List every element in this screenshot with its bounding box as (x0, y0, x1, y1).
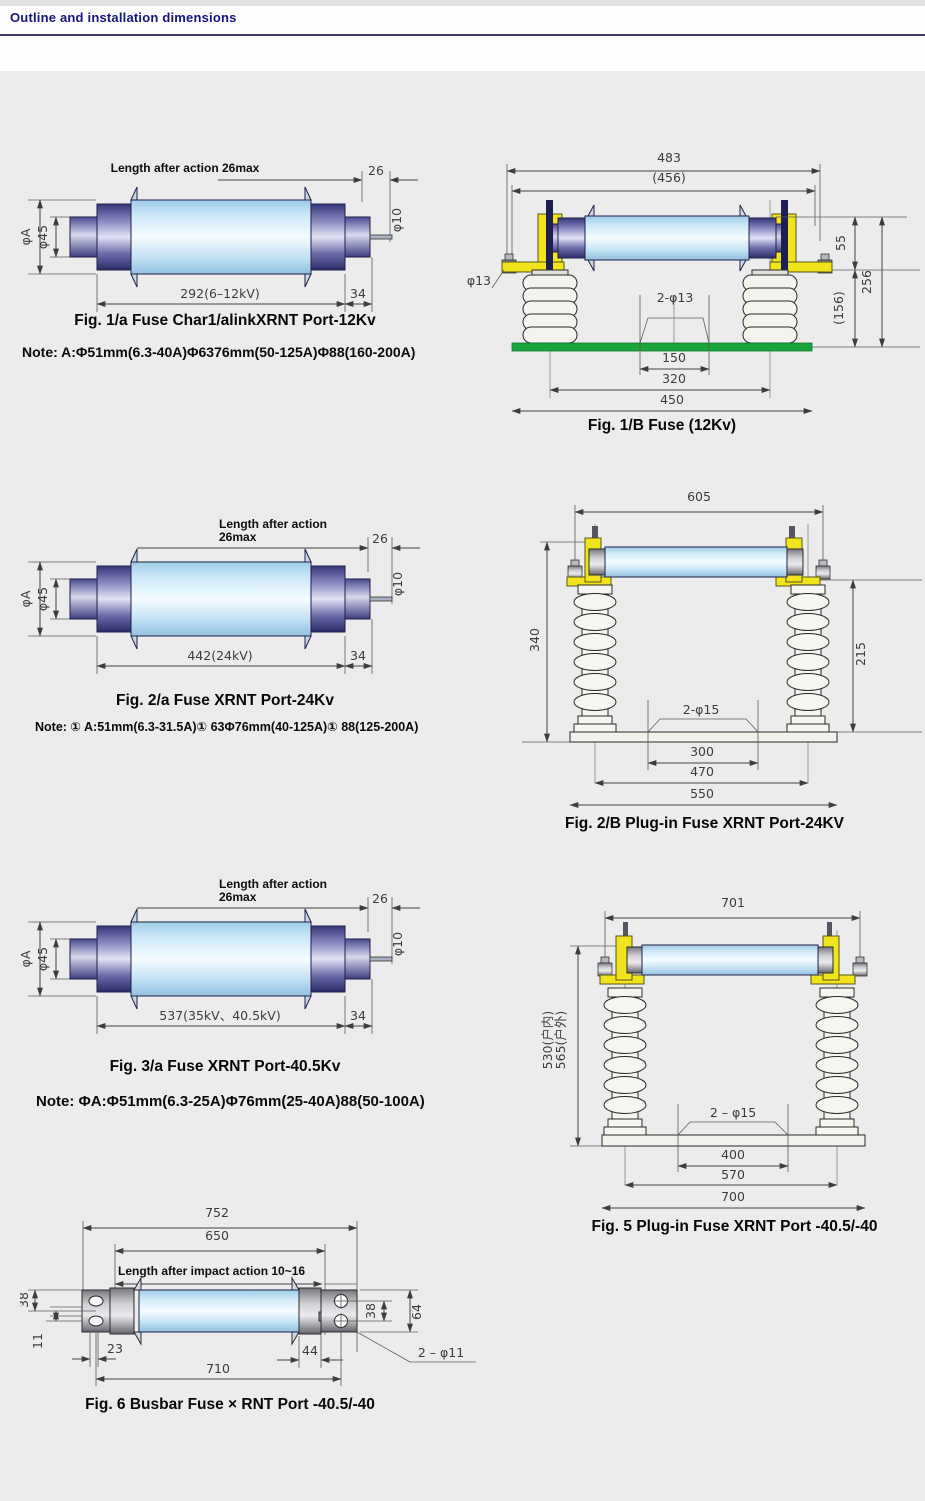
dim-label: Length after action (219, 517, 327, 531)
dim-label: 2 – φ15 (710, 1105, 756, 1120)
fig-3a-drawing: Length after action 26max 26 φA φ45 φ10 … (20, 877, 420, 1034)
dim-label: 215 (853, 642, 868, 666)
dim-label: φ45 (35, 225, 50, 249)
fig-2a-note: Note: ① A:51mm(6.3-31.5A)① 63Φ76mm(40-12… (35, 720, 419, 734)
top-strip (0, 0, 925, 6)
fig-2b-caption: Fig. 2/B Plug-in Fuse XRNT Port-24KV (564, 815, 845, 832)
dim-label: 565(户外) (553, 1011, 568, 1070)
fig-1a-drawing: Length after action 26max 26 φA φ45 φ10 … (20, 161, 418, 312)
dim-label: 292(6–12kV) (180, 286, 260, 301)
fuse-assembly (597, 922, 868, 985)
dim-label: 570 (721, 1167, 745, 1182)
dim-label: 55 (833, 235, 848, 251)
dim-label: (456) (652, 170, 686, 185)
dim-label: Length after action 26max (111, 161, 260, 175)
dim-label: 400 (721, 1147, 745, 1162)
dim-label: φ45 (35, 947, 50, 971)
dim-label: 710 (206, 1361, 230, 1376)
fig-1b-drawing: 483 (456) φ13 (467, 150, 920, 414)
fig-5-drawing: 701 530(户内) 565(户外) 2 – φ15 (540, 895, 868, 1211)
dim-label: 38 (20, 1292, 31, 1308)
dim-label: 483 (657, 150, 681, 165)
dim-label: 450 (660, 392, 684, 407)
dim-label: Length after action (219, 877, 327, 891)
fig-3a-caption: Fig. 3/a Fuse XRNT Port-40.5Kv (109, 1058, 341, 1075)
fuse-assembly (501, 200, 833, 282)
fig-1b-caption: Fig. 1/B Fuse (12Kv) (587, 417, 737, 434)
dim-label: 34 (350, 286, 366, 301)
dim-label: 26 (372, 531, 388, 546)
base-plate (569, 731, 838, 743)
fig-2a-caption: Fig. 2/a Fuse XRNT Port-24Kv (116, 692, 334, 709)
fig-2b-lower-dimensions: 2-φ15 300 470 550 (569, 700, 838, 808)
dim-label: (156) (831, 291, 846, 325)
header-rule (0, 34, 925, 36)
dim-label: 34 (350, 1008, 366, 1023)
dim-label: 700 (721, 1189, 745, 1204)
dim-label: 2 – φ11 (418, 1345, 464, 1360)
dim-label: 605 (687, 489, 711, 504)
dim-label: 752 (205, 1205, 229, 1220)
dim-label: 2-φ15 (683, 702, 720, 717)
dim-label: 340 (527, 628, 542, 652)
dim-label: φ10 (390, 932, 405, 956)
fig-2a-drawing: Length after action 26max 26 φA φ45 φ10 … (20, 517, 420, 674)
dim-label: φ10 (390, 572, 405, 596)
insulators-and-base (601, 987, 866, 1147)
dim-label: 26max (219, 530, 257, 544)
dim-label: 650 (205, 1228, 229, 1243)
dim-label: φ45 (35, 587, 50, 611)
fig-6-drawing: 752 650 Length after impact action 10~16 (20, 1205, 476, 1386)
dim-label: φ10 (389, 208, 404, 232)
dim-label: φA (20, 950, 33, 967)
fig-6-dimensions-top: 752 650 Length after impact action 10~16 (82, 1205, 358, 1352)
fuse-drawing (69, 186, 393, 288)
dim-label: 150 (662, 350, 686, 365)
dim-label: φ13 (467, 273, 491, 288)
fig-1a-caption: Fig. 1/a Fuse Char1/alinkXRNT Port-12Kv (74, 312, 376, 329)
fig-1a-note: Note: A:Φ51mm(6.3-40A)Φ6376mm(50-125A)Φ8… (22, 344, 416, 360)
dim-label: 23 (107, 1341, 123, 1356)
dim-label: 701 (721, 895, 745, 910)
insulators-and-base (569, 584, 838, 743)
dim-label: 537(35kV、40.5kV) (159, 1008, 280, 1023)
fig-6-caption: Fig. 6 Busbar Fuse × RNT Port -40.5/-40 (85, 1396, 375, 1413)
dim-label: 320 (662, 371, 686, 386)
dim-label: 2-φ13 (657, 290, 694, 305)
fig-1b-lower-dimensions: φ13 2-φ13 150 320 450 55 (156) 256 (467, 216, 920, 414)
base-plate (601, 1134, 866, 1147)
insulators-and-base (511, 269, 920, 352)
dim-label: 470 (690, 764, 714, 779)
dim-label: 256 (859, 270, 874, 294)
dim-label: 550 (690, 786, 714, 801)
dim-label: φA (20, 590, 33, 607)
dim-label: Length after impact action 10~16 (118, 1264, 305, 1278)
dim-label: 530(户内) (540, 1011, 555, 1070)
dim-label: 64 (409, 1304, 424, 1320)
dim-label: 442(24kV) (187, 648, 252, 663)
fig-3a-note: Note: ΦA:Φ51mm(6.3-25A)Φ76mm(25-40A)88(5… (36, 1093, 425, 1110)
dim-label: φA (20, 228, 33, 245)
page-title: Outline and installation dimensions (10, 10, 237, 25)
fig-1a-dimensions: Length after action 26max 26 φA φ45 φ10 … (20, 161, 418, 312)
dim-label: 26 (372, 891, 388, 906)
dim-label: 300 (690, 744, 714, 759)
fig-3a-dimensions: Length after action 26max 26 φA φ45 φ10 … (20, 877, 420, 1034)
dim-label: 26max (219, 890, 257, 904)
fig-2a-dimensions: Length after action 26max 26 φA φ45 φ10 … (20, 517, 420, 674)
fuse-drawing (69, 908, 393, 1010)
page-header: Outline and installation dimensions (0, 6, 925, 71)
fuse-assembly (566, 526, 831, 587)
fig-2b-drawing: 605 340 215 (522, 489, 922, 808)
dim-label: 34 (350, 648, 366, 663)
fuse-drawing (69, 548, 393, 650)
dim-label: 11 (30, 1333, 45, 1349)
dim-label: 26 (368, 163, 384, 178)
dim-label: 38 (363, 1303, 378, 1319)
fig-5-lower-dimensions: 2 – φ15 400 570 700 (601, 1104, 866, 1211)
dim-label: 44 (302, 1343, 318, 1358)
fig-5-caption: Fig. 5 Plug-in Fuse XRNT Port -40.5/-40 (591, 1218, 878, 1235)
fig-6-dimensions-side: 38 11 23 44 38 64 2 – φ11 710 (20, 1289, 476, 1386)
